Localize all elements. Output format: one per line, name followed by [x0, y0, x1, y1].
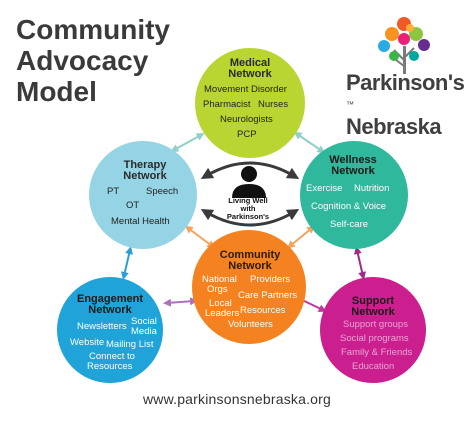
center-line-1: Living Well	[228, 196, 268, 205]
support-item: Support groups	[343, 319, 408, 330]
support-item: Family & Friends	[341, 347, 413, 358]
therapy-item: OT	[126, 200, 140, 211]
connector-therapy-engagement	[121, 246, 133, 280]
engagement-item: Media	[131, 326, 157, 337]
support-title-2: Network	[351, 306, 395, 318]
engagement-network-circle	[57, 277, 163, 383]
engagement-network-title: Engagement Network	[62, 294, 158, 316]
engagement-item: Mailing List	[106, 339, 154, 350]
title-line-1: Community	[16, 14, 170, 45]
therapy-title-1: Therapy	[123, 159, 167, 171]
connector-medical-wellness	[293, 131, 326, 154]
medical-network-circle	[195, 48, 305, 158]
support-item: Social programs	[340, 333, 409, 344]
medical-item: PCP	[237, 129, 257, 140]
therapy-item: PT	[107, 186, 120, 197]
support-item: Education	[352, 361, 395, 372]
logo-line-1: Parkinson's	[346, 70, 465, 95]
title-line-3: Model	[16, 76, 97, 107]
medical-item: Neurologists	[220, 114, 273, 125]
logo-wordmark: Parkinson's ™ Nebraska	[346, 72, 472, 138]
community-item: Local	[209, 298, 232, 309]
community-title-2: Network	[228, 260, 272, 272]
wellness-item: Self-care	[330, 219, 369, 230]
support-network-circle	[320, 277, 426, 383]
connector-therapy-community	[184, 225, 216, 249]
community-item: Leaders	[205, 308, 240, 319]
engagement-title-2: Network	[88, 304, 132, 316]
wellness-title-1: Wellness	[329, 154, 377, 166]
wellness-item: Exercise	[306, 183, 343, 194]
center-cycle-arrow-bottom	[200, 208, 300, 227]
connector-therapy-medical	[170, 133, 205, 152]
engagement-item: Social	[131, 316, 157, 327]
connector-wellness-community	[286, 225, 316, 249]
therapy-title-2: Network	[123, 170, 167, 182]
logo-trademark: ™	[346, 100, 354, 109]
support-network-title: Support Network	[330, 296, 416, 318]
community-item: Resources	[240, 305, 286, 316]
medical-title-1: Medical	[229, 57, 271, 69]
connector-community-engagement	[163, 297, 198, 307]
tree-icon	[378, 17, 430, 74]
parkinsons-nebraska-logo	[378, 17, 430, 74]
wellness-title-2: Network	[331, 165, 375, 177]
medical-title-2: Network	[228, 68, 272, 80]
center-label: Living Well with Parkinson's	[213, 197, 283, 221]
community-title-1: Community	[219, 249, 281, 261]
medical-item: Movement Disorder	[204, 84, 287, 95]
engagement-item: Connect to	[89, 351, 135, 362]
diagram-title: Community Advocacy Model	[16, 14, 206, 107]
connector-wellness-support	[354, 246, 366, 280]
center-line-3: Parkinson's	[226, 212, 270, 221]
medical-item: Nurses	[258, 99, 289, 110]
community-network-circle	[192, 230, 306, 344]
community-item: Orgs	[207, 284, 228, 295]
support-title-1: Support	[351, 295, 395, 307]
center-line-2: with	[240, 204, 256, 213]
community-item: National	[202, 274, 237, 285]
medical-network-title: Medical Network	[195, 58, 305, 80]
website-url[interactable]: www.parkinsonsnebraska.org	[142, 391, 332, 407]
person-icon	[232, 166, 266, 198]
therapy-network-title: Therapy Network	[100, 160, 190, 182]
engagement-item: Resources	[87, 361, 133, 372]
community-item: Volunteers	[228, 319, 273, 330]
medical-item: Pharmacist	[203, 99, 251, 110]
wellness-network-title: Wellness Network	[305, 155, 401, 177]
community-item: Providers	[250, 274, 291, 285]
community-item: Care Partners	[238, 290, 298, 301]
wellness-item: Cognition & Voice	[311, 201, 386, 212]
wellness-item: Nutrition	[354, 183, 390, 194]
community-network-title: Community Network	[200, 250, 300, 272]
therapy-item: Mental Health	[111, 216, 170, 227]
title-line-2: Advocacy	[16, 45, 149, 76]
wellness-network-circle	[300, 141, 408, 249]
center-cycle-arrow-top	[200, 161, 300, 180]
engagement-title-1: Engagement	[76, 293, 143, 305]
therapy-item: Speech	[146, 186, 179, 197]
logo-line-2: Nebraska	[346, 114, 442, 139]
engagement-item: Website	[70, 337, 105, 348]
therapy-network-circle	[89, 141, 197, 249]
engagement-item: Newsletters	[77, 321, 127, 332]
